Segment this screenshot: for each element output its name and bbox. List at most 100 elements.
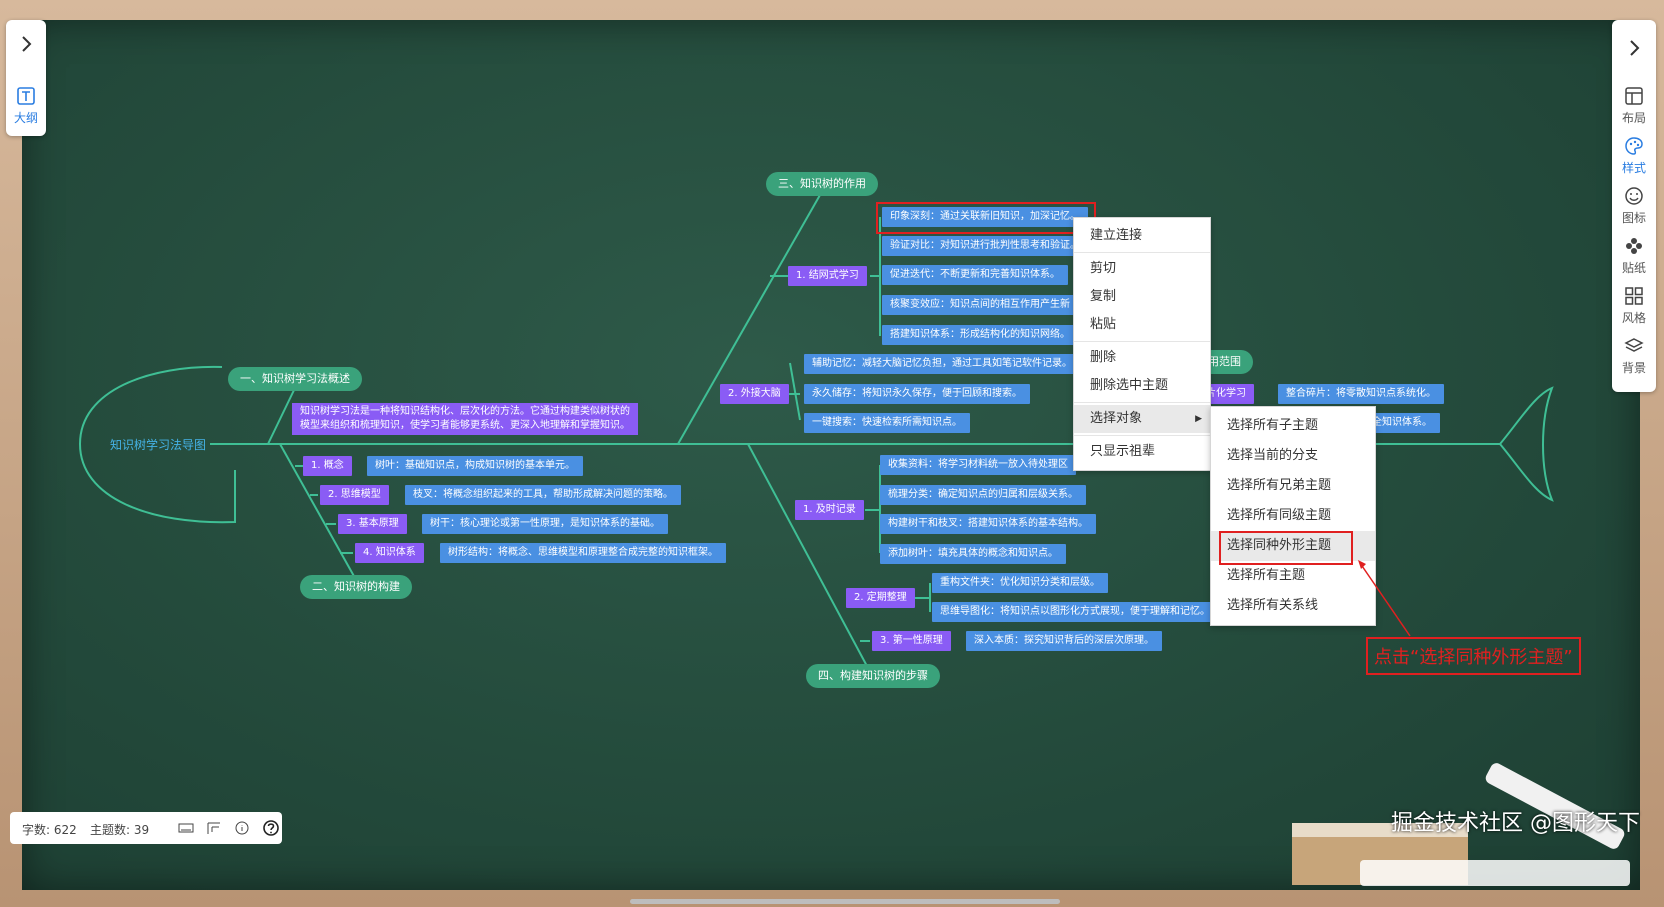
s2-key-4[interactable]: 4. 知识体系 [355,543,424,563]
background-label: 背景 [1621,361,1646,375]
watermark: 掘金技术社区 @图形天下 [1391,811,1640,836]
menu-item-select-object-label: 选择对象 [1090,411,1143,426]
info-button[interactable] [234,820,250,839]
menu-divider [1074,252,1210,253]
s3-g2-item-1[interactable]: 辅助记忆：减轻大脑记忆负担，通过工具如笔记软件记录。 [804,354,1080,374]
tree-layout-icon [207,822,220,834]
root-topic[interactable]: 知识树学习法导图 [110,438,207,452]
horizontal-scrollbar[interactable] [630,899,1060,904]
style-button[interactable]: 样式 [1612,136,1656,176]
s2-text-4[interactable]: 树形结构：将概念、思维模型和原理整合成完整的知识框架。 [440,543,726,563]
submenu-select-same-level[interactable]: 选择所有同级主题 [1227,508,1332,523]
menu-item-delete[interactable]: 删除 [1090,350,1117,365]
grid-icon [1625,287,1643,305]
s3-g1-label[interactable]: 1. 结网式学习 [788,266,867,286]
submenu-select-children[interactable]: 选择所有子主题 [1227,418,1319,433]
section-steps[interactable]: 四、构建知识树的步骤 [806,664,940,688]
section-overview[interactable]: 一、知识树学习法概述 [228,367,362,391]
s2-text-3[interactable]: 树干：核心理论或第一性原理，是知识体系的基础。 [422,514,668,534]
icon-button[interactable]: 图标 [1612,186,1656,226]
s4-g1-item-2[interactable]: 梳理分类：确定知识点的归属和层级关系。 [880,485,1086,505]
chevron-right-icon [22,36,32,52]
context-menu: 建立连接 剪切 复制 粘贴 删除 删除选中主题 选择对象 ▶ 只显示祖辈 [1073,217,1211,471]
s3-g1-item-1[interactable]: 印象深刻：通过关联新旧知识，加深记忆。 [882,207,1088,227]
s5-text-1[interactable]: 整合碎片：将零散知识点系统化。 [1278,384,1444,404]
submenu-highlight-box [1219,531,1353,565]
help-icon [263,820,279,836]
icon-label: 图标 [1621,211,1646,225]
s2-key-2[interactable]: 2. 思维模型 [320,485,389,505]
menu-item-show-ancestors[interactable]: 只显示祖辈 [1090,444,1156,459]
layout-button[interactable]: 布局 [1612,86,1656,126]
chevron-right-icon [1630,40,1640,56]
smile-icon [1625,187,1643,205]
help-button[interactable] [262,819,280,840]
submenu-select-branch[interactable]: 选择当前的分支 [1227,448,1319,463]
left-toolbar: 大纲 [6,20,46,136]
select-submenu: 选择所有子主题 选择当前的分支 选择所有兄弟主题 选择所有同级主题 选择同种外形… [1210,406,1376,626]
info-icon [235,821,249,835]
menu-divider [1074,341,1210,342]
expand-left-button[interactable] [16,34,36,54]
keyboard-icon [178,823,194,833]
palette-icon [1625,137,1643,155]
menu-item-create-link[interactable]: 建立连接 [1090,228,1143,243]
section-build[interactable]: 二、知识树的构建 [300,575,412,599]
s5-text-2[interactable]: 全知识体系。 [1364,413,1440,433]
topic-count: 主题数: 39 [90,823,150,837]
submenu-select-siblings[interactable]: 选择所有兄弟主题 [1227,478,1332,493]
s2-text-1[interactable]: 树叶：基础知识点，构成知识树的基本单元。 [367,456,583,476]
zoom-controls[interactable] [1360,860,1630,886]
s4-g1-label[interactable]: 1. 及时记录 [795,500,864,520]
submenu-arrow-icon: ▶ [1195,414,1202,424]
s3-g2-label[interactable]: 2. 外接大脑 [720,384,789,404]
s4-g1-item-1[interactable]: 收集资料：将学习材料统一放入待处理区 [880,455,1076,475]
menu-item-select-object[interactable]: 选择对象 ▶ [1074,405,1210,433]
s3-g1-item-4[interactable]: 核聚变效应：知识点间的相互作用产生新 [882,295,1078,315]
menu-item-copy[interactable]: 复制 [1090,289,1117,304]
submenu-select-same-shape[interactable]: 选择同种外形主题 [1211,531,1375,561]
s3-g1-item-5[interactable]: 搭建知识体系：形成结构化的知识网络。 [882,325,1078,345]
s2-key-3[interactable]: 3. 基本原理 [338,514,407,534]
s3-g1-item-2[interactable]: 验证对比：对知识进行批判性思考和验证。 [882,236,1088,256]
s4-g1-item-4[interactable]: 添加树叶：填充具体的概念和知识点。 [880,544,1066,564]
submenu-select-all-relations[interactable]: 选择所有关系线 [1227,598,1319,613]
expand-right-button[interactable] [1624,38,1644,58]
submenu-select-all-topics[interactable]: 选择所有主题 [1227,568,1306,583]
menu-item-paste[interactable]: 粘贴 [1090,317,1117,332]
outline-label: 大纲 [13,111,38,125]
word-count: 字数: 622 [22,823,77,837]
sticker-button[interactable]: 贴纸 [1612,236,1656,276]
s3-g1-item-3[interactable]: 促进迭代：不断更新和完善知识体系。 [882,265,1068,285]
s4-g3-item-1[interactable]: 深入本质：探究知识背后的深层次原理。 [966,631,1162,651]
menu-divider [1074,402,1210,403]
s5-key-1[interactable]: 片化学习 [1198,384,1254,404]
background-button[interactable]: 背景 [1612,336,1656,376]
s4-g3-label[interactable]: 3. 第一性原理 [872,631,951,651]
s3-g2-item-2[interactable]: 永久储存：将知识永久保存，便于回顾和搜索。 [804,384,1030,404]
outline-button[interactable]: 大纲 [4,86,48,126]
s4-g2-label[interactable]: 2. 定期整理 [846,588,915,608]
s2-key-1[interactable]: 1. 概念 [303,456,352,476]
overview-description[interactable]: 知识树学习法是一种将知识结构化、层次化的方法。它通过构建类似树状的模型来组织和梳… [292,403,638,435]
section-function[interactable]: 三、知识树的作用 [766,172,878,196]
menu-item-cut[interactable]: 剪切 [1090,261,1117,276]
menu-divider [1074,435,1210,436]
layout-label: 布局 [1621,111,1646,125]
layout-icon [1625,87,1643,105]
s4-g2-item-1[interactable]: 重构文件夹：优化知识分类和层级。 [932,573,1108,593]
sticker-label: 贴纸 [1621,261,1646,275]
theme-button[interactable]: 风格 [1612,286,1656,326]
s4-g2-item-2[interactable]: 思维导图化：将知识点以图形化方式展现，便于理解和记忆。 [932,602,1218,622]
menu-item-delete-selected[interactable]: 删除选中主题 [1090,378,1169,393]
right-toolbar: 布局 样式 图标 贴纸 风格 背景 [1612,20,1656,392]
s4-g1-item-3[interactable]: 构建树干和枝叉：搭建知识体系的基本结构。 [880,514,1096,534]
s3-g2-item-3[interactable]: 一键搜索：快速检索所需知识点。 [804,413,970,433]
minimap-button[interactable] [178,820,194,839]
s2-text-2[interactable]: 枝叉：将概念组织起来的工具，帮助形成解决问题的策略。 [405,485,681,505]
theme-label: 风格 [1621,311,1646,325]
layers-icon [1624,338,1644,352]
layout-toggle-button[interactable] [206,820,222,839]
